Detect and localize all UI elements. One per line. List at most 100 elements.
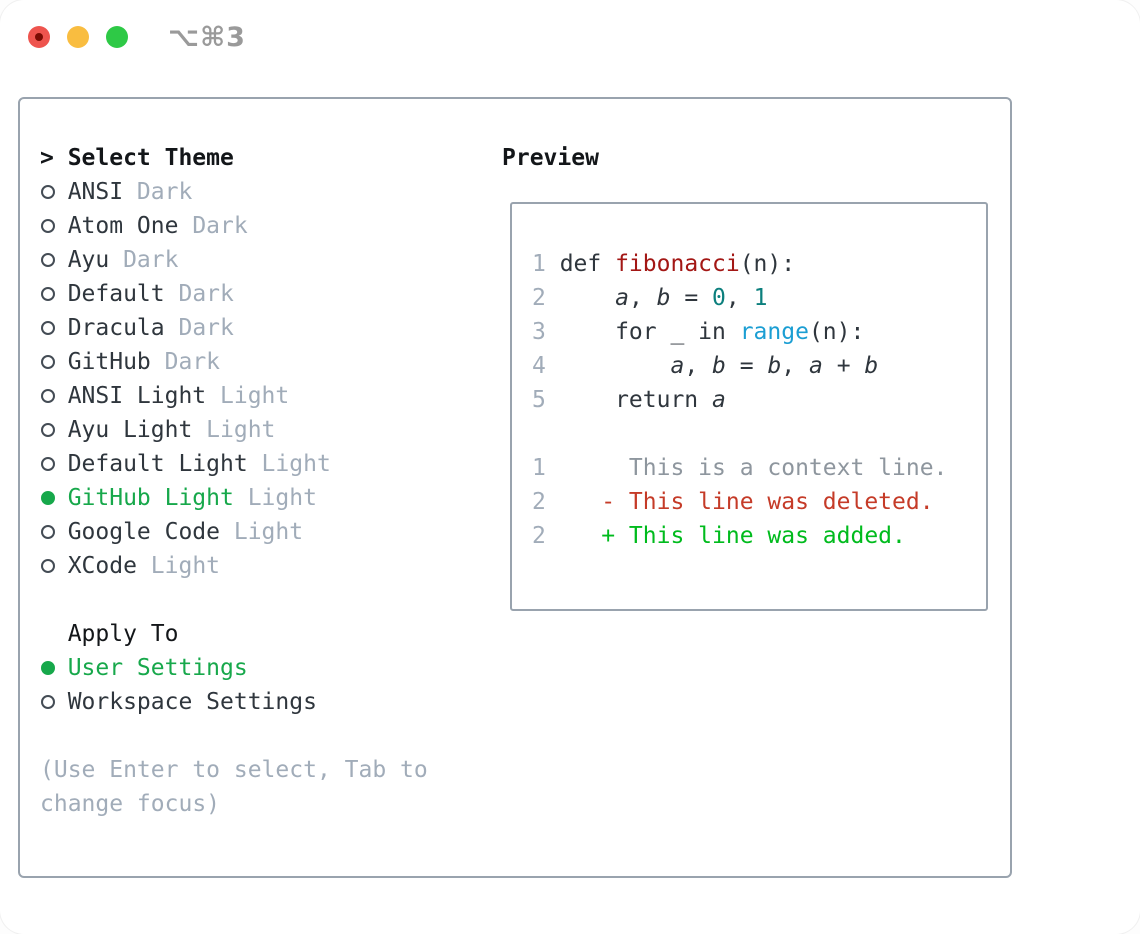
apply-to-label: Apply To: [67, 621, 179, 647]
theme-name: Ayu: [67, 247, 110, 273]
code-token: a: [809, 353, 823, 379]
theme-option-ansi[interactable]: ANSI Dark: [40, 175, 428, 209]
spacer: [40, 719, 428, 753]
theme-option-google-code[interactable]: Google Code Light: [40, 515, 428, 549]
line-number: 1: [532, 455, 546, 481]
theme-variant-tag: Light: [233, 485, 317, 511]
theme-variant-tag: Light: [192, 417, 276, 443]
select-theme-label: Select Theme: [67, 145, 234, 171]
theme-option-xcode[interactable]: XCode Light: [40, 549, 428, 583]
spacer: [40, 583, 428, 617]
code-token: a: [615, 285, 629, 311]
apply-to-header: Apply To: [40, 617, 428, 651]
code-token: ,: [628, 285, 657, 311]
traffic-light-close-button[interactable]: [28, 26, 50, 48]
theme-option-github-light[interactable]: GitHub Light Light: [40, 481, 428, 515]
code-token: [560, 285, 615, 311]
radio-icon: [40, 413, 68, 447]
code-line-2: 2 a, b = 0, 1: [532, 281, 947, 315]
radio-icon: [40, 447, 68, 481]
code-line-5: 5 return a: [532, 383, 947, 417]
code-token: a: [712, 387, 726, 413]
line-number: 1: [532, 251, 546, 277]
code-token: [560, 353, 671, 379]
apply-option-name: User Settings: [67, 655, 248, 681]
theme-option-ayu[interactable]: Ayu Dark: [40, 243, 428, 277]
theme-variant-tag: Light: [136, 553, 221, 579]
code-token: b: [864, 353, 879, 379]
theme-name: Google Code: [67, 519, 221, 545]
code-token: This is a context line.: [559, 455, 948, 481]
line-number: 2: [532, 523, 546, 549]
theme-name: GitHub Light: [67, 485, 234, 511]
traffic-light-minimize-button[interactable]: [67, 26, 89, 48]
apply-option-name: Workspace Settings: [67, 689, 317, 715]
close-dot-icon: [35, 33, 43, 41]
theme-variant-tag: Light: [247, 451, 331, 477]
code-token: def: [559, 251, 616, 277]
code-token: b: [656, 285, 671, 311]
traffic-light-zoom-button[interactable]: [106, 26, 128, 48]
radio-icon: [40, 277, 68, 311]
line-number: 3: [532, 319, 546, 345]
theme-option-dracula[interactable]: Dracula Dark: [40, 311, 428, 345]
theme-name: Ayu Light: [67, 417, 193, 443]
apply-option-user-settings[interactable]: User Settings: [40, 651, 428, 685]
code-token: =: [725, 353, 768, 379]
help-line-1: (Use Enter to select, Tab to: [40, 757, 428, 783]
theme-option-ansi-light[interactable]: ANSI Light Light: [40, 379, 428, 413]
code-token: ,: [781, 353, 809, 379]
code-token: range: [739, 319, 809, 345]
theme-variant-tag: Dark: [123, 179, 193, 205]
code-token: a: [670, 353, 685, 379]
radio-icon: [40, 243, 68, 277]
code-token: return: [559, 387, 713, 413]
theme-option-default[interactable]: Default Dark: [40, 277, 428, 311]
code-token: - This line was deleted.: [559, 489, 934, 515]
window-title: ⌥⌘3: [168, 22, 246, 53]
theme-name: ANSI Light: [67, 383, 207, 409]
theme-name: GitHub: [67, 349, 151, 375]
code-token: =: [670, 285, 713, 311]
theme-option-github[interactable]: GitHub Dark: [40, 345, 428, 379]
theme-variant-tag: Light: [206, 383, 290, 409]
line-number: 4: [532, 353, 546, 379]
code-line-8: 2 - This line was deleted.: [532, 485, 947, 519]
code-token: b: [767, 353, 782, 379]
theme-variant-tag: Dark: [164, 315, 234, 341]
theme-option-atom-one[interactable]: Atom One Dark: [40, 209, 428, 243]
theme-name: ANSI: [67, 179, 124, 205]
prompt-icon: >: [40, 145, 54, 171]
code-token: 0: [712, 285, 726, 311]
theme-option-default-light[interactable]: Default Light Light: [40, 447, 428, 481]
code-token: b: [712, 353, 726, 379]
theme-variant-tag: Light: [220, 519, 304, 545]
code-token: (n):: [739, 251, 796, 277]
code-token: for _ in: [559, 319, 740, 345]
apply-option-workspace-settings[interactable]: Workspace Settings: [40, 685, 428, 719]
line-number: 2: [532, 489, 546, 515]
theme-option-ayu-light[interactable]: Ayu Light Light: [40, 413, 428, 447]
code-token: +: [822, 353, 865, 379]
theme-variant-tag: Dark: [150, 349, 221, 375]
titlebar: ⌥⌘3: [0, 0, 1140, 74]
code-token: + This line was added.: [559, 523, 906, 549]
code-token: 1: [753, 285, 768, 311]
line-number: 2: [532, 285, 546, 311]
code-line-9: 2 + This line was added.: [532, 519, 947, 553]
radio-icon: [40, 345, 68, 379]
radio-icon: [40, 685, 68, 719]
theme-variant-tag: Dark: [164, 281, 234, 307]
preview-title: Preview: [502, 145, 599, 171]
code-line-3: 3 for _ in range(n):: [532, 315, 947, 349]
theme-name: Dracula: [67, 315, 165, 341]
